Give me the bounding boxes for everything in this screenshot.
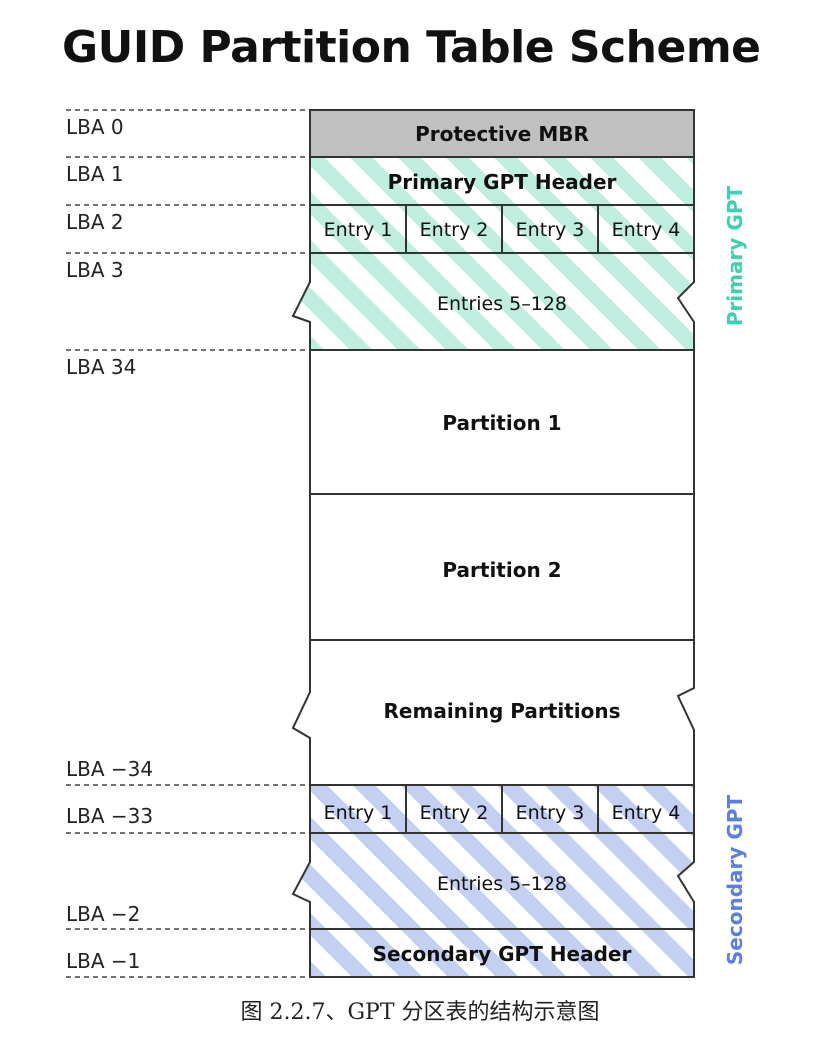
primary-gpt-side-label: Primary GPT xyxy=(723,185,747,326)
primary-entry-label: Entry 4 xyxy=(612,219,681,241)
secondary-entry-label: Entry 2 xyxy=(420,802,489,824)
primary-entry-label: Entry 2 xyxy=(420,219,489,241)
partition-2-label: Partition 2 xyxy=(442,558,561,582)
protective-mbr-label: Protective MBR xyxy=(415,122,589,146)
primary-entries-row xyxy=(309,204,695,254)
secondary-entry-cell xyxy=(597,784,695,834)
partition-2-block xyxy=(309,493,695,641)
secondary-entries-rest-label: Entries 5–128 xyxy=(437,873,567,895)
lba-guide-lines xyxy=(66,109,310,978)
lba-label: LBA 34 xyxy=(66,355,136,379)
secondary-gpt-side-label: Secondary GPT xyxy=(723,795,747,966)
secondary-entry-label: Entry 1 xyxy=(324,802,393,824)
gpt-diagram: LBA 0 LBA 1 LBA 2 LBA 3 LBA 34 LBA −34 L… xyxy=(66,109,747,978)
lba-label: LBA 2 xyxy=(66,210,124,234)
primary-gpt-header-label: Primary GPT Header xyxy=(388,170,617,194)
lba-label: LBA 0 xyxy=(66,115,124,139)
protective-mbr-block xyxy=(309,109,695,158)
primary-entry-label: Entry 1 xyxy=(324,219,393,241)
lba-label: LBA 3 xyxy=(66,258,124,282)
secondary-gpt-header-block xyxy=(309,928,695,978)
primary-entries-rest-label: Entries 5–128 xyxy=(437,293,567,315)
secondary-entry-label: Entry 4 xyxy=(612,802,681,824)
diagram-title: GUID Partition Table Scheme xyxy=(62,22,761,73)
lba-label: LBA −1 xyxy=(66,949,140,973)
figure-caption: 图 2.2.7、GPT 分区表的结构示意图 xyxy=(240,1000,600,1025)
secondary-entry-label: Entry 3 xyxy=(516,802,585,824)
lba-label: LBA −33 xyxy=(66,804,153,828)
secondary-gpt-header-label: Secondary GPT Header xyxy=(373,942,632,966)
lba-label: LBA −2 xyxy=(66,902,140,926)
partition-1-label: Partition 1 xyxy=(442,411,561,435)
secondary-entries-row xyxy=(309,784,695,834)
lba-label: LBA −34 xyxy=(66,757,153,781)
secondary-entry-cell xyxy=(309,784,407,834)
primary-entry-label: Entry 3 xyxy=(516,219,585,241)
partition-1-block xyxy=(309,349,695,495)
lba-label: LBA 1 xyxy=(66,162,124,186)
remaining-partitions-label: Remaining Partitions xyxy=(384,699,621,723)
